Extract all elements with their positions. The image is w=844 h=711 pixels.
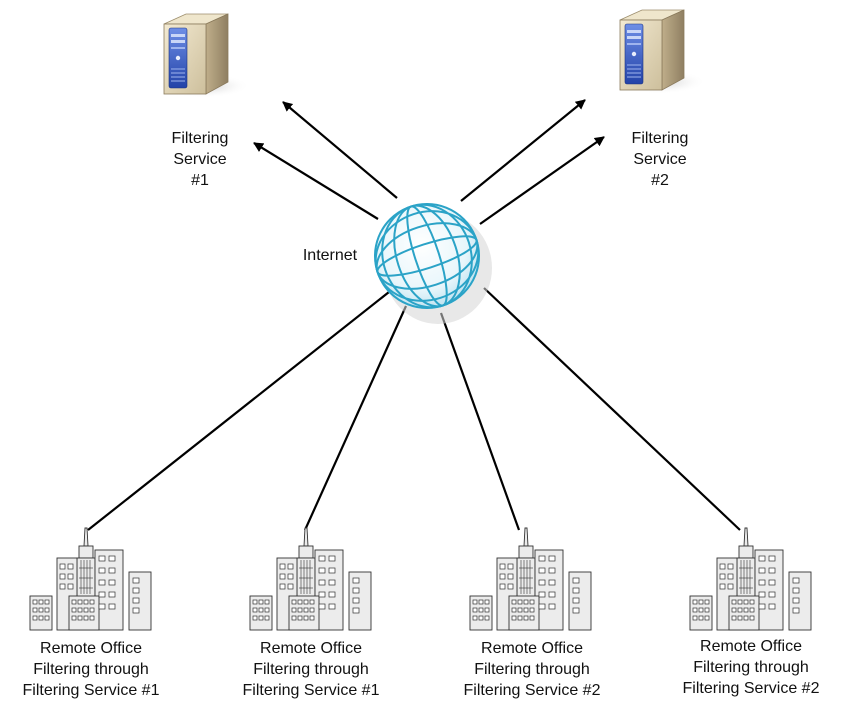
internet-label: Internet — [302, 247, 358, 264]
server-tower-icon — [613, 9, 707, 95]
arrow-to-service-1-b — [253, 142, 379, 220]
office-4-line-2: Filtering through — [693, 659, 809, 676]
arrow-to-service-2-b — [479, 136, 605, 225]
service-1-line-1: Filtering — [171, 130, 229, 147]
office-3-line-3: Filtering Service #2 — [463, 682, 601, 699]
office-connection-lines — [87, 287, 741, 531]
service-1-line-3: #1 — [191, 172, 209, 189]
service-2-line-2: Service — [633, 151, 687, 168]
service-1-line-2: Service — [173, 151, 227, 168]
office-2-line-3: Filtering Service #1 — [242, 682, 380, 699]
office-2-line-2: Filtering through — [253, 661, 369, 678]
office-3-line-1: Remote Office — [481, 640, 583, 657]
connection-office-2 — [303, 305, 408, 531]
office-1-line-3: Filtering Service #1 — [22, 682, 160, 699]
office-1-line-1: Remote Office — [40, 640, 142, 657]
service-2-line-1: Filtering — [631, 130, 689, 147]
service-2-line-3: #2 — [651, 172, 669, 189]
internet-globe-icon — [374, 203, 492, 324]
arrow-to-service-1-a — [282, 101, 398, 199]
service-arrows — [253, 99, 605, 225]
office-3-line-2: Filtering through — [474, 661, 590, 678]
office-buildings-icon — [29, 527, 152, 631]
office-1-line-2: Filtering through — [33, 661, 149, 678]
service-label-1: Filtering Service #1 — [150, 128, 250, 191]
office-4-line-3: Filtering Service #2 — [682, 680, 820, 697]
office-label-2: Remote Office Filtering through Filterin… — [220, 638, 402, 701]
connection-office-1 — [87, 291, 390, 531]
arrow-to-service-2-a — [460, 99, 586, 202]
service-label-2: Filtering Service #2 — [610, 128, 710, 191]
office-label-3: Remote Office Filtering through Filterin… — [441, 638, 623, 701]
server-tower-icon — [157, 13, 251, 99]
office-label-4: Remote Office Filtering through Filterin… — [660, 636, 842, 699]
office-label-1: Remote Office Filtering through Filterin… — [0, 638, 182, 701]
office-buildings-icon — [689, 527, 812, 631]
office-buildings-icon — [249, 527, 372, 631]
connection-office-3 — [439, 312, 521, 531]
office-buildings-icon — [469, 527, 592, 631]
office-2-line-1: Remote Office — [260, 640, 362, 657]
office-4-line-1: Remote Office — [700, 638, 802, 655]
connection-office-4 — [483, 287, 741, 531]
